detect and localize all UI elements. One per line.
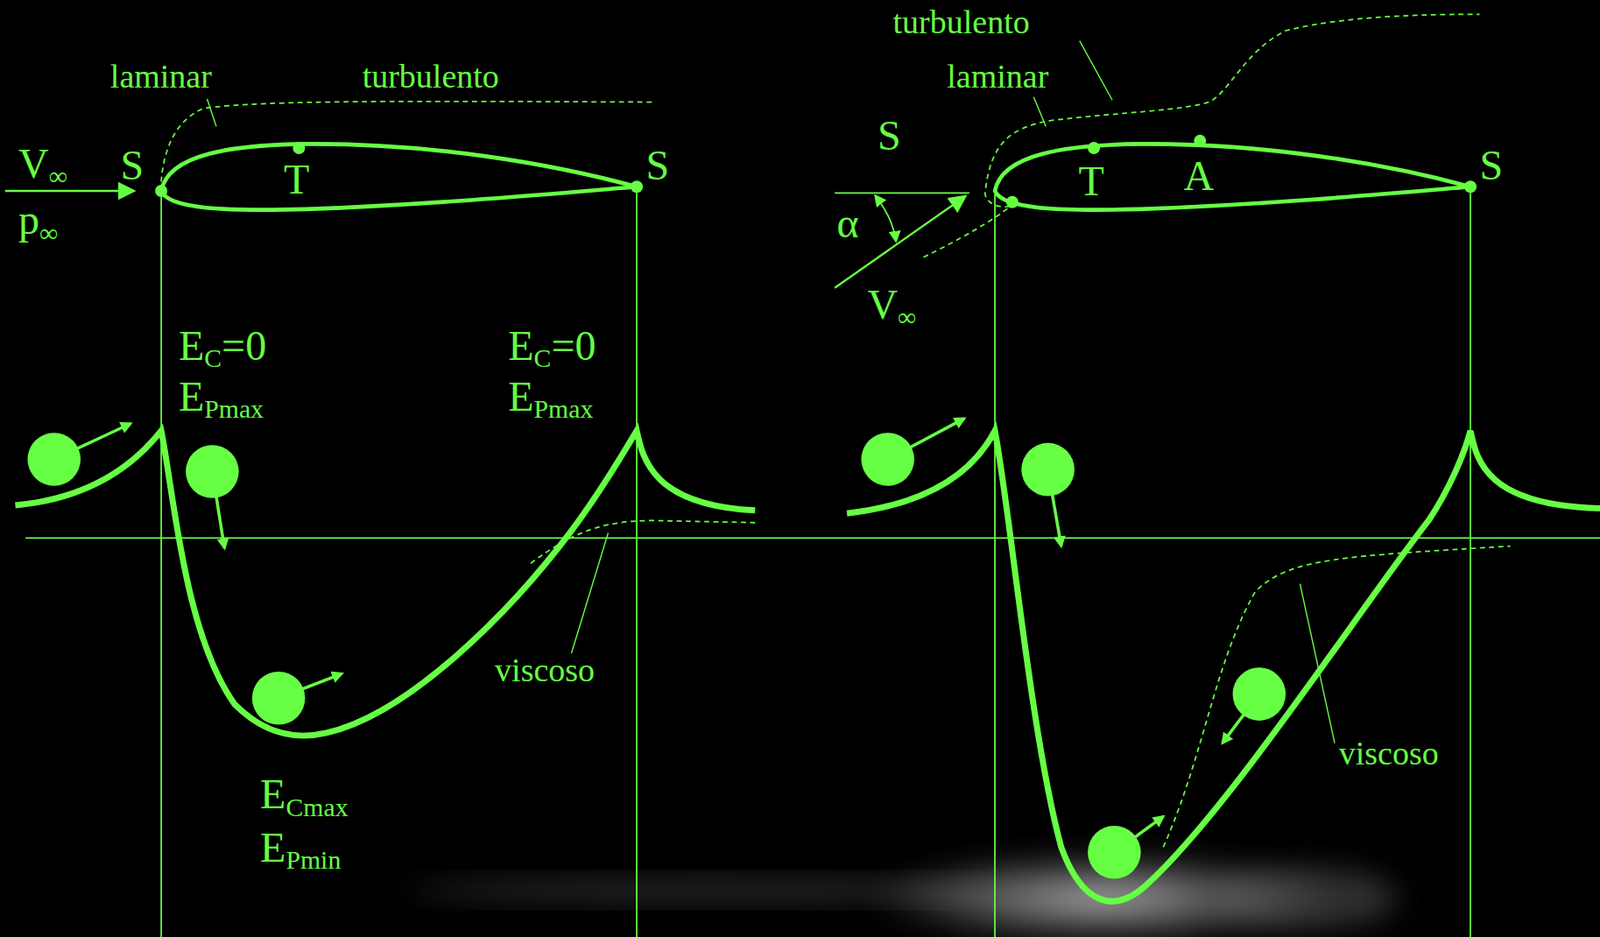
- label-part: T: [283, 155, 310, 203]
- label-part: viscoso: [494, 651, 595, 689]
- trailing-edge-line: [635, 186, 638, 937]
- label-part: S: [1480, 141, 1504, 189]
- smoke-photo: [1214, 867, 1399, 930]
- freestream-arrow: [834, 197, 965, 289]
- leader-line: [1079, 41, 1113, 101]
- label: EPmin: [260, 826, 341, 869]
- label: viscoso: [1339, 736, 1439, 770]
- leading-edge-line: [993, 193, 996, 937]
- airfoil: [994, 143, 1471, 210]
- label: S: [1480, 144, 1504, 187]
- velocity-arrow: [888, 418, 965, 460]
- label-part: turbulento: [362, 57, 500, 95]
- angle-arc: [875, 196, 896, 241]
- leader-line: [1299, 584, 1335, 744]
- leader-line: [207, 98, 217, 127]
- subscript: Pmax: [204, 394, 264, 423]
- label-part: E: [260, 770, 286, 818]
- point-dot: [1087, 141, 1100, 155]
- viscous-curve: [1162, 546, 1510, 848]
- label: T: [283, 158, 310, 201]
- point-dot: [1464, 180, 1477, 193]
- label-part: E: [178, 322, 205, 369]
- label-part: T: [1078, 157, 1105, 205]
- particle-ball: [185, 444, 240, 499]
- label: S: [119, 144, 144, 187]
- label-part: turbulento: [893, 3, 1030, 41]
- label-part: laminar: [946, 57, 1049, 95]
- label-part: A: [1184, 152, 1215, 199]
- label-part: V: [18, 140, 50, 187]
- trailing-edge-line: [1469, 186, 1472, 937]
- label-part: α: [836, 199, 859, 247]
- label-part: E: [178, 373, 205, 420]
- viscous-curve: [530, 520, 755, 564]
- label: EC=0: [178, 324, 267, 367]
- subscript: Pmax: [534, 394, 594, 423]
- leader-line: [1033, 97, 1046, 127]
- label-part: =0: [550, 322, 596, 369]
- zero-pressure-axis: [25, 536, 1600, 539]
- velocity-arrow: [54, 423, 131, 460]
- label-part: laminar: [110, 57, 212, 95]
- smoke-streak: [408, 880, 1021, 901]
- label: ECmax: [260, 773, 348, 816]
- velocity-arrow: [211, 471, 225, 548]
- label: S: [646, 144, 670, 187]
- airfoil: [161, 143, 637, 210]
- label-part: E: [507, 373, 534, 420]
- label: α: [836, 202, 859, 245]
- label-part: viscoso: [1339, 734, 1439, 772]
- label: viscoso: [494, 653, 595, 687]
- label-part: S: [877, 112, 902, 159]
- point-dot: [155, 184, 168, 198]
- label: S: [877, 114, 902, 157]
- label: laminar: [110, 59, 212, 93]
- subscript: Pmin: [285, 845, 341, 875]
- point-dot: [1193, 134, 1206, 148]
- label: A: [1184, 155, 1215, 198]
- pressure-curve: [846, 430, 1600, 902]
- chord-reference-line: [834, 191, 970, 194]
- boundary-layer: [161, 101, 654, 183]
- subscript: C: [204, 343, 222, 373]
- label: p∞: [18, 198, 58, 241]
- label: V∞: [866, 283, 917, 326]
- label: turbulento: [893, 5, 1030, 39]
- subscript: ∞: [39, 218, 58, 247]
- subscript: ∞: [49, 161, 68, 191]
- velocity-arrow: [1113, 816, 1163, 853]
- point-dot: [630, 180, 643, 193]
- particle-ball: [860, 432, 915, 487]
- subscript: C: [534, 343, 552, 373]
- velocity-arrow: [1222, 694, 1260, 744]
- freestream-arrow: [5, 190, 134, 192]
- label-part: E: [260, 824, 286, 871]
- label-part: =0: [221, 322, 267, 369]
- velocity-arrow: [1048, 469, 1062, 546]
- label-part: E: [507, 322, 534, 369]
- label: T: [1078, 160, 1105, 203]
- particle-ball: [27, 432, 81, 487]
- label-part: S: [646, 141, 670, 189]
- label-part: V: [866, 281, 898, 328]
- subscript: Cmax: [285, 792, 348, 822]
- point-dot: [292, 141, 305, 155]
- label: laminar: [946, 59, 1049, 93]
- leading-edge-line: [160, 190, 163, 937]
- label-part: p: [18, 196, 40, 243]
- label: EPmax: [507, 375, 593, 418]
- subscript: ∞: [897, 302, 917, 332]
- label-part: S: [119, 141, 144, 189]
- velocity-arrow: [278, 673, 342, 698]
- label: turbulento: [362, 59, 500, 93]
- pressure-curve: [14, 430, 755, 736]
- label: V∞: [18, 142, 68, 185]
- leader-line: [571, 532, 609, 654]
- boundary-layer: [923, 14, 1480, 257]
- label: EPmax: [178, 375, 264, 418]
- label: EC=0: [507, 324, 596, 367]
